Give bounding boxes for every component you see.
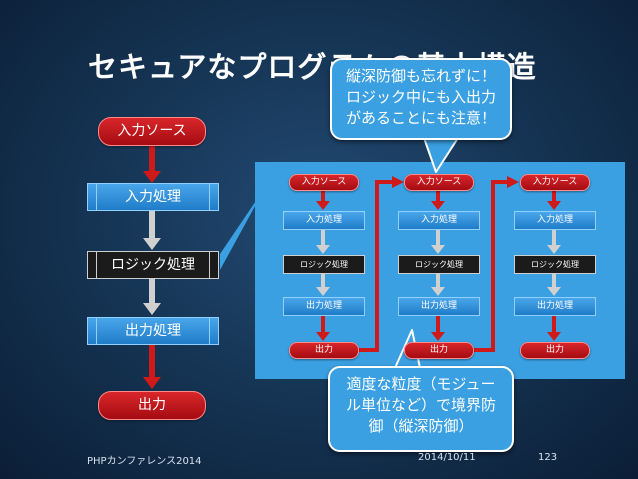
module-3-input-source: 入力ソース <box>520 174 590 191</box>
module-2-input-processing: 入力処理 <box>398 211 480 230</box>
module-1-input-source: 入力ソース <box>289 174 359 191</box>
arrow-src-to-input <box>149 145 155 171</box>
module-1-arrows <box>316 190 330 341</box>
logic-pointer <box>220 186 266 270</box>
arrow-output-proc-to-output <box>149 345 155 377</box>
connector-2-to-3 <box>471 180 509 352</box>
left-output-bar-left <box>88 318 97 344</box>
module-3-output: 出力 <box>520 342 590 359</box>
left-input-bar-left <box>88 184 97 210</box>
module-1-output-processing: 出力処理 <box>283 297 365 316</box>
top-callout: 縦深防御も忘れずに！ ロジック中にも入出力 があることにも注意！ <box>330 58 512 140</box>
module-1-output: 出力 <box>289 342 359 359</box>
module-2-output-processing: 出力処理 <box>398 297 480 316</box>
left-logic-processing: ロジック処理 <box>87 251 219 279</box>
left-output: 出力 <box>98 391 206 420</box>
module-2-arrows <box>431 190 445 341</box>
arrow-input-to-logic <box>149 211 155 238</box>
left-logic-processing-label: ロジック処理 <box>111 257 195 273</box>
left-logic-bar-right <box>209 252 218 278</box>
left-output-processing: 出力処理 <box>87 317 219 345</box>
module-1-logic-processing: ロジック処理 <box>283 255 365 274</box>
bottom-callout: 適度な粒度（モジュー ル単位など）で境界防 御（縦深防御） <box>328 366 514 452</box>
left-output-processing-label: 出力処理 <box>125 323 181 339</box>
left-logic-bar-left <box>88 252 97 278</box>
left-input-processing-label: 入力処理 <box>125 189 181 205</box>
footer-conference: PHPカンファレンス2014 <box>87 456 202 467</box>
footer-page-number: 123 <box>538 452 558 463</box>
module-1-input-processing: 入力処理 <box>283 211 365 230</box>
left-flow-arrows <box>143 145 161 389</box>
connector-1-to-2 <box>356 180 394 352</box>
top-callout-tail <box>423 137 459 173</box>
module-3-arrows <box>547 190 561 341</box>
module-3-logic-processing: ロジック処理 <box>514 255 596 274</box>
left-input-source: 入力ソース <box>98 117 206 146</box>
module-3-output-processing: 出力処理 <box>514 297 596 316</box>
module-2-output: 出力 <box>404 342 474 359</box>
module-2-input-source: 入力ソース <box>404 174 474 191</box>
module-3-input-processing: 入力処理 <box>514 211 596 230</box>
left-input-processing: 入力処理 <box>87 183 219 211</box>
module-2-logic-processing: ロジック処理 <box>398 255 480 274</box>
left-input-bar-right <box>209 184 218 210</box>
left-output-bar-right <box>209 318 218 344</box>
footer-date: 2014/10/11 <box>418 452 476 463</box>
arrow-logic-to-output-proc <box>149 279 155 303</box>
